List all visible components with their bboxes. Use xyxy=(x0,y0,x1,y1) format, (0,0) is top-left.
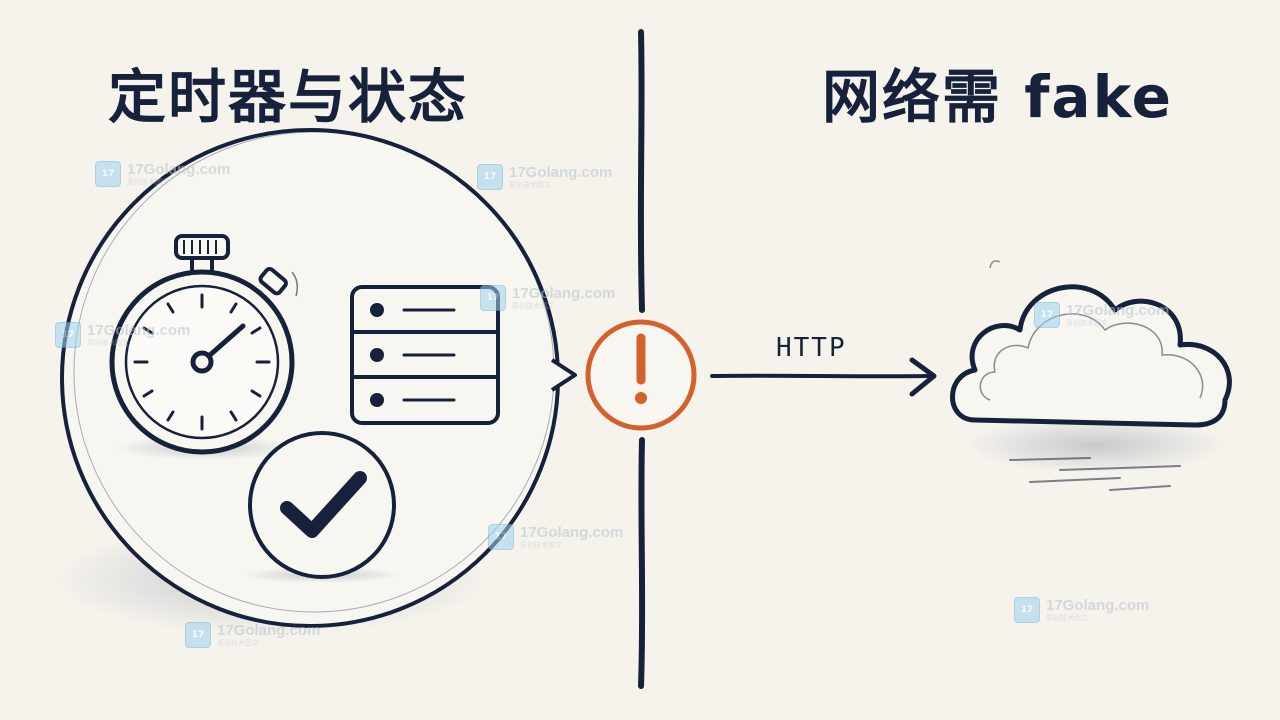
divider xyxy=(637,29,646,689)
stopwatch-icon xyxy=(109,234,299,460)
title-right: 网络需 fake xyxy=(822,63,1173,131)
http-label: HTTP xyxy=(776,333,847,363)
http-arrow xyxy=(710,357,937,397)
cloud-icon xyxy=(950,260,1232,491)
check-icon xyxy=(242,431,402,583)
title-left: 定时器与状态 xyxy=(108,63,469,131)
warning-icon xyxy=(585,319,697,431)
list-icon xyxy=(350,285,500,425)
